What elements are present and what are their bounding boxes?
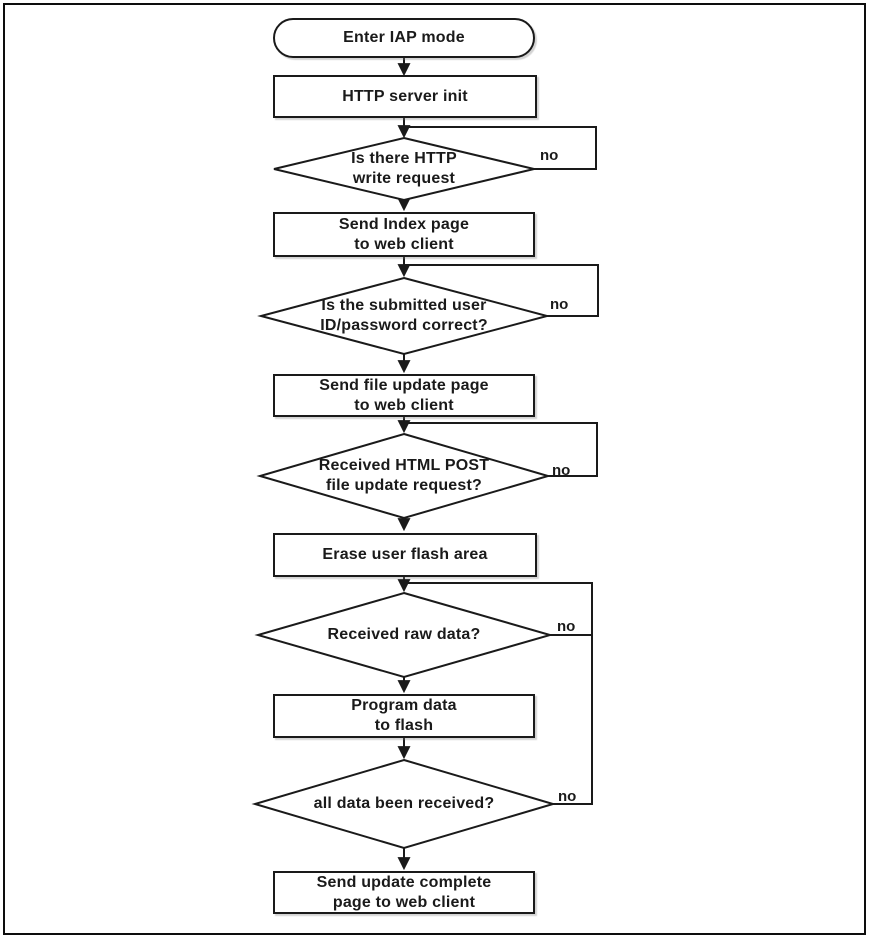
edge-label-no-http-write: no [540,147,559,164]
decision-all-received-diamond [251,758,557,850]
decision-raw-data-label: Received raw data? [327,626,481,643]
node-send-file-update-page: Send file update page to web client [273,374,535,417]
loop-no-all-received [405,582,593,805]
edge-label-no-raw-data: no [557,618,576,635]
decision-post-request-diamond [256,432,552,520]
loop-no-credentials [405,264,599,317]
edge-label-no-all-received: no [558,788,577,805]
decision-group [251,136,557,850]
decision-credentials-diamond [257,276,551,356]
edge-label-no-credentials: no [550,296,569,313]
node-erase-user-flash: Erase user flash area [273,533,537,577]
node-program-data-to-flash: Program data to flash [273,694,535,738]
loop-no-http-write [405,126,597,170]
decision-credentials-label: Is the submitted user ID/password correc… [320,297,488,334]
loop-no-post-request [405,422,598,477]
node-http-server-init: HTTP server init [273,75,537,118]
decision-http-write-diamond [273,136,535,202]
decision-http-write-label: Is there HTTP write request [351,150,457,187]
decision-raw-data-diamond [254,591,554,679]
connector-group [397,58,599,871]
decision-post-request-label: Received HTML POST file update request? [318,457,490,494]
node-enter-iap-mode: Enter IAP mode [273,18,535,58]
edge-label-no-post-request: no [552,462,571,479]
node-send-update-complete: Send update complete page to web client [273,871,535,914]
node-send-index-page: Send Index page to web client [273,212,535,257]
decision-all-received-label: all data been received? [313,795,495,812]
figure-border [3,3,866,935]
